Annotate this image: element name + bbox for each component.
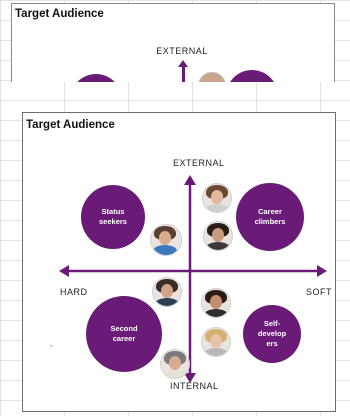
segment-self-developers[interactable]: Self- develop ers: [243, 305, 301, 363]
persona-avatar: [150, 224, 182, 256]
axes: [59, 175, 327, 383]
horizontal-axis-arrowhead-left: [59, 265, 69, 277]
persona-avatar: [152, 277, 182, 307]
segment-career-climbers[interactable]: Career climbers: [236, 183, 304, 251]
back-arrowhead: [178, 60, 188, 67]
cell-marker: ▫: [50, 343, 53, 350]
slide-title: Target Audience: [26, 119, 115, 131]
axis-label-external: EXTERNAL: [173, 158, 225, 168]
persona-avatar: [203, 221, 233, 251]
target-audience-slide[interactable]: Target Audience EXTERNAL INTERNAL HARD S…: [22, 112, 336, 412]
back-slide-external-label: EXTERNAL: [156, 46, 208, 56]
back-slide-title: Target Audience: [15, 8, 104, 20]
axis-label-hard: HARD: [60, 287, 88, 297]
back-vertical-axis: [182, 64, 185, 82]
axis-label-soft: SOFT: [306, 287, 332, 297]
back-segment-circle-right: [226, 70, 278, 82]
segment-status-seekers[interactable]: Status seekers: [81, 185, 145, 249]
vertical-axis-arrowhead-bottom: [184, 373, 196, 383]
vertical-axis-arrowhead-top: [184, 175, 196, 185]
axis-label-internal: INTERNAL: [170, 381, 219, 391]
horizontal-axis-arrowhead-right: [317, 265, 327, 277]
persona-avatar: [160, 349, 190, 379]
back-person-avatar: [198, 72, 226, 82]
back-slide[interactable]: Target Audience EXTERNAL: [11, 3, 335, 82]
persona-avatar: [201, 288, 231, 318]
persona-avatar: [202, 183, 232, 213]
segment-second-career[interactable]: Second career: [86, 296, 162, 372]
back-segment-circle-left: [70, 74, 122, 82]
persona-avatar: [201, 327, 231, 357]
